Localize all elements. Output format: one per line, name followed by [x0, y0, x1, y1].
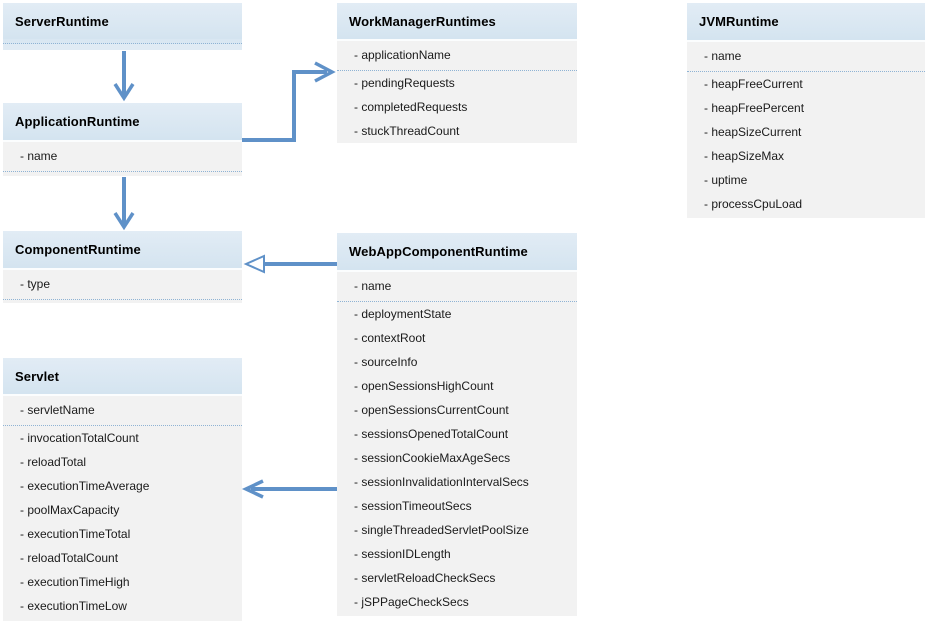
arrow-applicationruntime-to-componentruntime [113, 177, 135, 231]
attribute-reloadTotal: - reloadTotal [20, 455, 87, 469]
attribute-deploymentState: - deploymentState [354, 307, 452, 321]
attribute-contextRoot: - contextRoot [354, 331, 426, 345]
attribute-invocationTotalCount: - invocationTotalCount [20, 431, 139, 445]
key-attributes-section: - name [687, 42, 925, 72]
class-box-workmanagerruntimes: WorkManagerRuntimes - applicationName - … [337, 3, 577, 143]
attribute-sessionsOpenedTotalCount: - sessionsOpenedTotalCount [354, 427, 509, 441]
attribute-reloadTotalCount: - reloadTotalCount [20, 551, 119, 565]
class-title-serverruntime: ServerRuntime [3, 3, 242, 39]
attributes-section: - heapFreeCurrent - heapFreePercent - he… [687, 72, 925, 218]
arrow-serverruntime-to-applicationruntime [113, 51, 135, 102]
attribute-stuckThreadCount: - stuckThreadCount [354, 124, 460, 138]
attribute-heapFreePercent: - heapFreePercent [704, 101, 805, 115]
class-box-componentruntime: ComponentRuntime - type [3, 231, 242, 303]
attribute-sessionInvalidationIntervalSecs: - sessionInvalidationIntervalSecs [354, 475, 529, 489]
attribute-sessionIDLength: - sessionIDLength [354, 547, 451, 561]
arrow-applicationruntime-to-workmanagerruntimes [242, 61, 336, 142]
attribute-uptime: - uptime [704, 173, 748, 187]
attribute-poolMaxCapacity: - poolMaxCapacity [20, 503, 120, 517]
attributes-section: - pendingRequests - completedRequests - … [337, 71, 577, 143]
class-box-webappcomponentruntime: WebAppComponentRuntime - name - deployme… [337, 233, 577, 616]
attribute-sourceInfo: - sourceInfo [354, 355, 418, 369]
key-attributes-section: - servletName [3, 396, 242, 426]
key-attributes-section: - name [3, 142, 242, 172]
attribute-processCpuLoad: - processCpuLoad [704, 197, 803, 211]
attribute-jSPPageCheckSecs: - jSPPageCheckSecs [354, 595, 469, 609]
attribute-heapFreeCurrent: - heapFreeCurrent [704, 77, 803, 91]
attribute-type: - type [20, 277, 51, 291]
attribute-heapSizeCurrent: - heapSizeCurrent [704, 125, 802, 139]
attribute-executionTimeTotal: - executionTimeTotal [20, 527, 131, 541]
class-box-jvmruntime: JVMRuntime - name - heapFreeCurrent - he… [687, 3, 925, 218]
class-title-componentruntime: ComponentRuntime [3, 231, 242, 270]
class-title-jvmruntime: JVMRuntime [687, 3, 925, 42]
attributes-section: - invocationTotalCount - reloadTotal - e… [3, 426, 242, 621]
attributes-section [3, 300, 242, 303]
attribute-heapSizeMax: - heapSizeMax [704, 149, 785, 163]
attribute-applicationName: - applicationName [354, 48, 451, 62]
attribute-servletName: - servletName [20, 403, 95, 417]
attribute-name: - name [20, 149, 58, 163]
attributes-section [3, 44, 242, 50]
class-box-applicationruntime: ApplicationRuntime - name [3, 103, 242, 176]
attribute-executionTimeHigh: - executionTimeHigh [20, 575, 130, 589]
key-attributes-section: - applicationName [337, 41, 577, 71]
attribute-executionTimeAverage: - executionTimeAverage [20, 479, 150, 493]
attributes-section: - deploymentState - contextRoot - source… [337, 302, 577, 616]
class-box-servlet: Servlet - servletName - invocationTotalC… [3, 358, 242, 621]
key-attributes-section: - type [3, 270, 242, 300]
class-title-servlet: Servlet [3, 358, 242, 396]
attribute-executionTimeLow: - executionTimeLow [20, 599, 127, 613]
key-attributes-section: - name [337, 272, 577, 302]
arrow-webappcomponentruntime-to-componentruntime [243, 254, 337, 274]
attribute-name: - name [704, 49, 742, 63]
arrow-webappcomponentruntime-to-servlet [241, 479, 337, 499]
class-box-serverruntime: ServerRuntime [3, 3, 242, 50]
attribute-singleThreadedServletPoolSize: - singleThreadedServletPoolSize [354, 523, 529, 537]
class-title-workmanagerruntimes: WorkManagerRuntimes [337, 3, 577, 41]
class-title-webappcomponentruntime: WebAppComponentRuntime [337, 233, 577, 272]
attribute-sessionCookieMaxAgeSecs: - sessionCookieMaxAgeSecs [354, 451, 511, 465]
attribute-pendingRequests: - pendingRequests [354, 76, 455, 90]
attribute-name: - name [354, 279, 392, 293]
key-attributes-section [3, 39, 242, 44]
attribute-openSessionsCurrentCount: - openSessionsCurrentCount [354, 403, 509, 417]
attribute-completedRequests: - completedRequests [354, 100, 468, 114]
class-title-applicationruntime: ApplicationRuntime [3, 103, 242, 142]
attribute-openSessionsHighCount: - openSessionsHighCount [354, 379, 494, 393]
attribute-servletReloadCheckSecs: - servletReloadCheckSecs [354, 571, 496, 585]
attribute-sessionTimeoutSecs: - sessionTimeoutSecs [354, 499, 472, 513]
attributes-section [3, 172, 242, 176]
